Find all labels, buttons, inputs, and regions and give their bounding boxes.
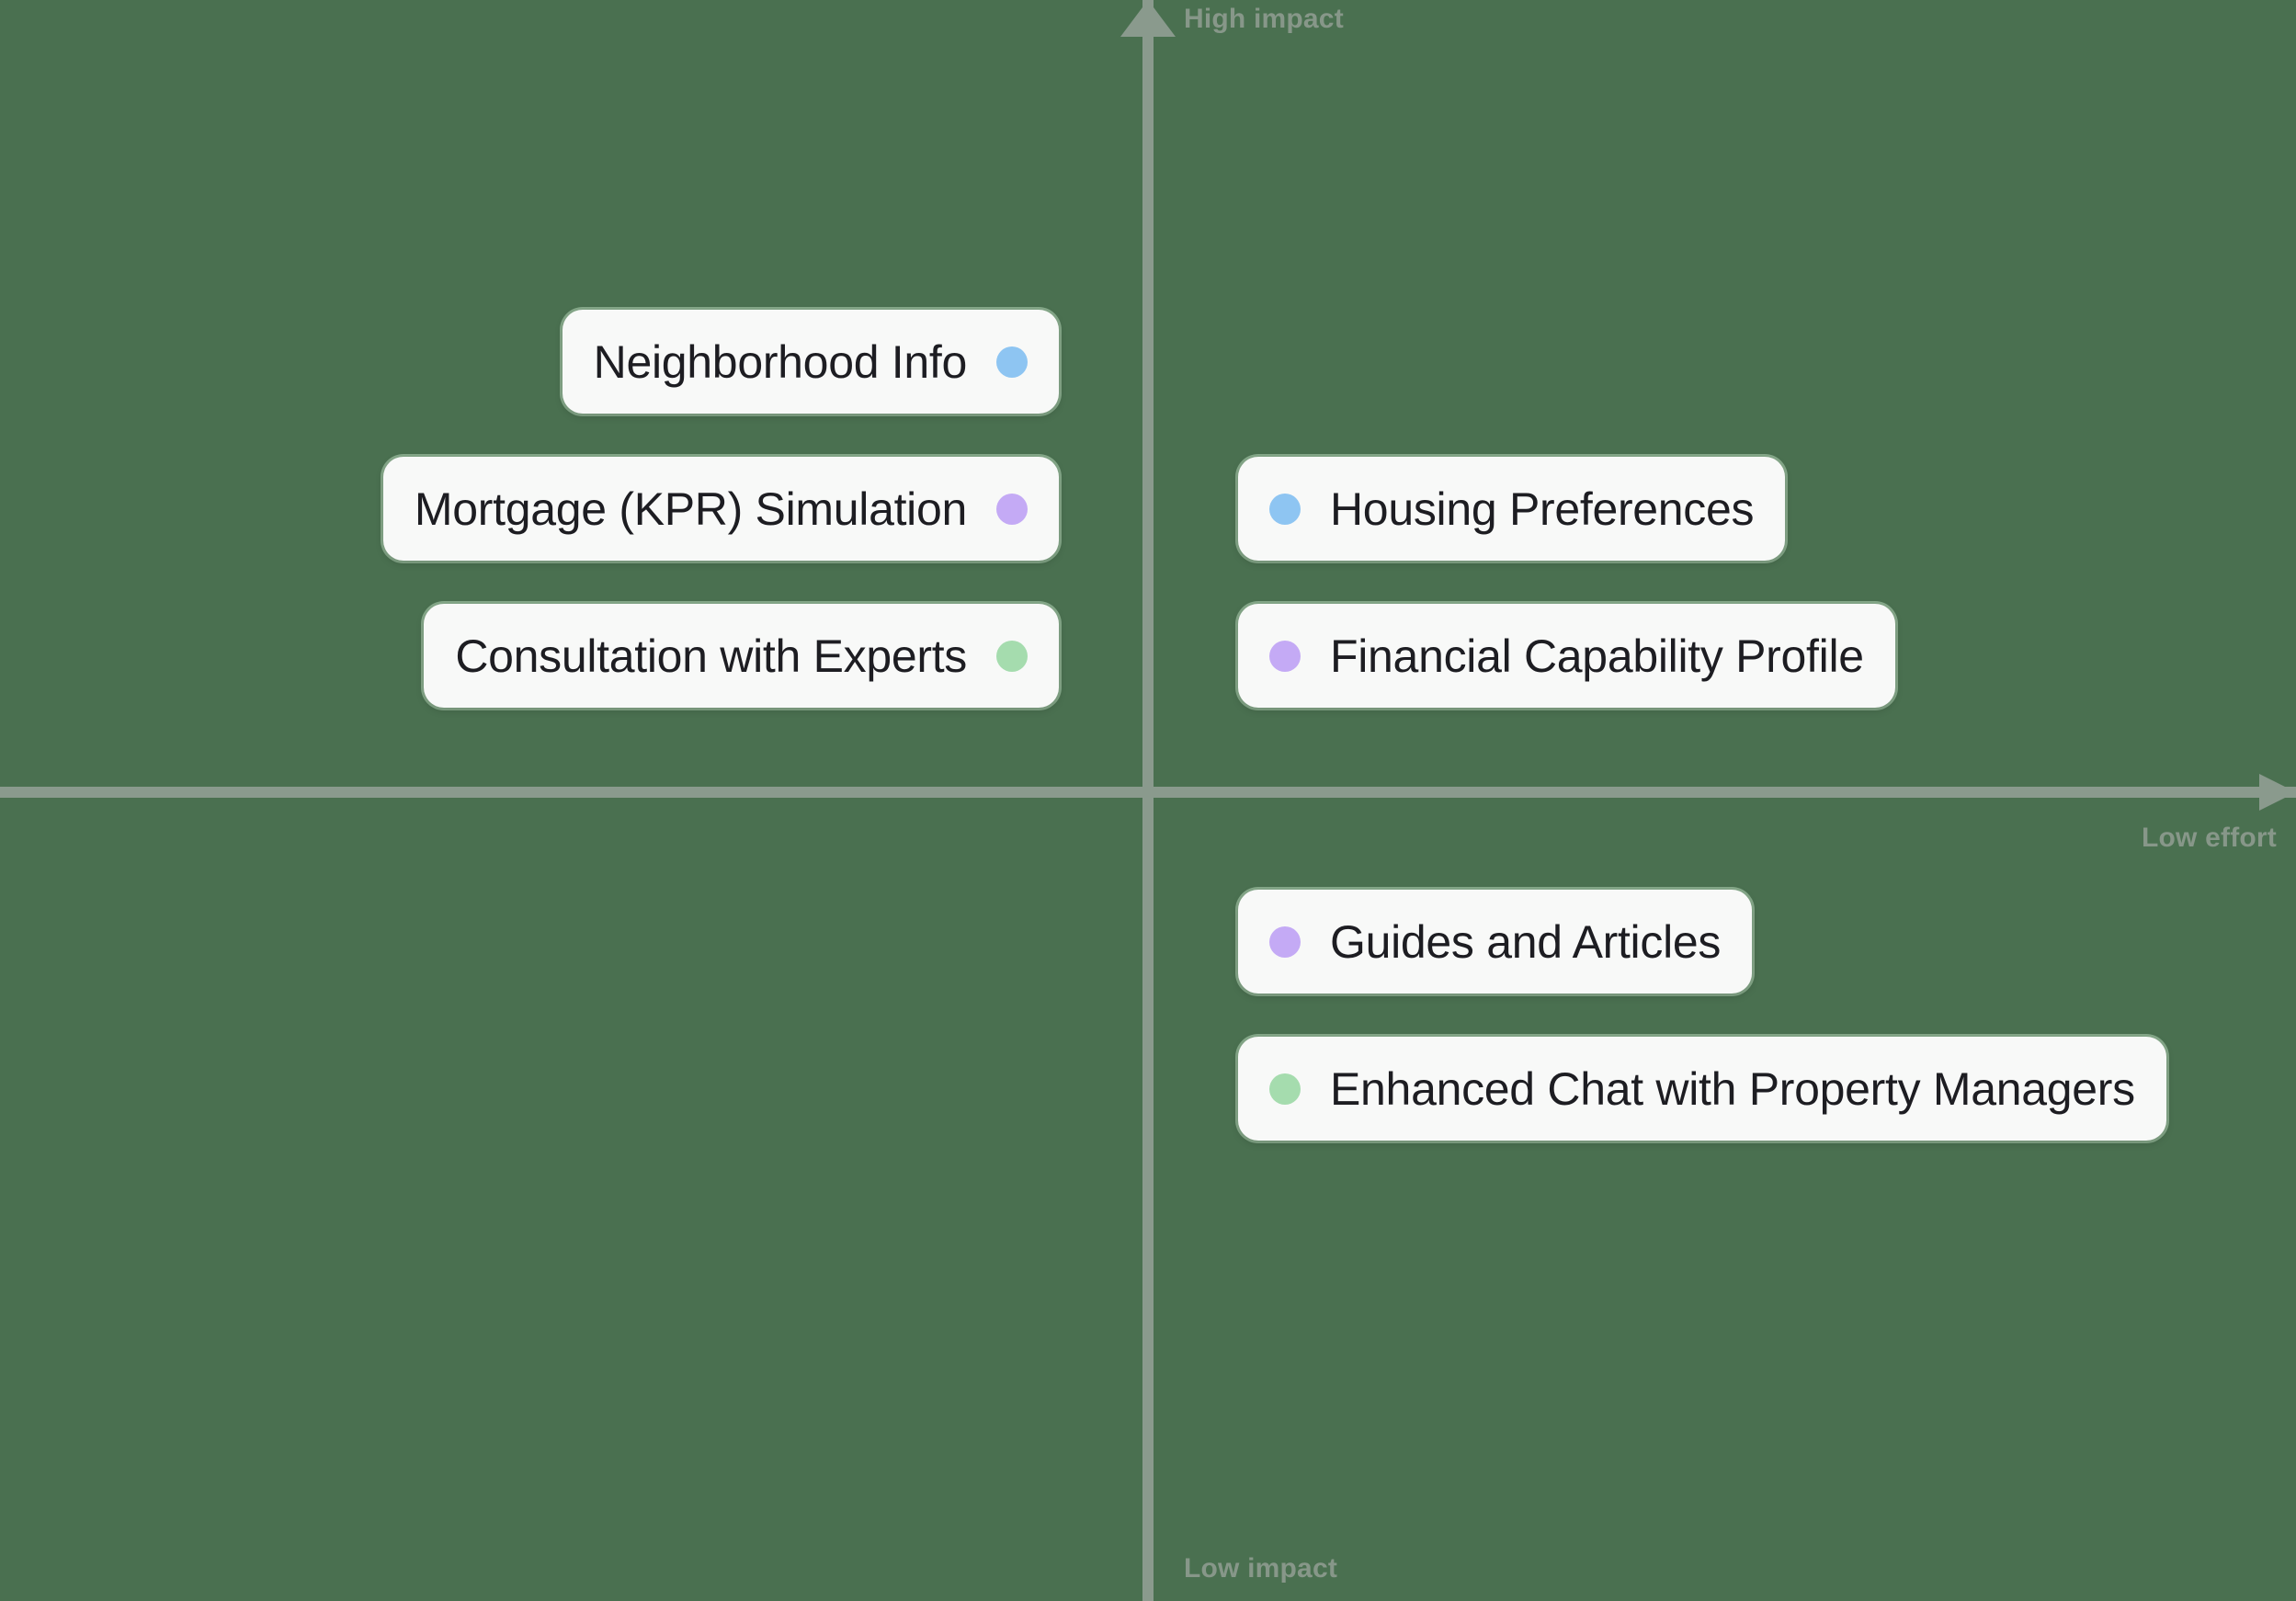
matrix-card[interactable]: Enhanced Chat with Property Managers bbox=[1238, 1037, 2166, 1141]
matrix-card[interactable]: Mortgage (KPR) Simulation bbox=[382, 457, 1059, 561]
matrix-card[interactable]: Financial Capability Profile bbox=[1238, 604, 1895, 708]
category-dot-icon bbox=[1269, 1073, 1301, 1105]
matrix-card-label: Enhanced Chat with Property Managers bbox=[1330, 1062, 2135, 1115]
matrix-card[interactable]: Neighborhood Info bbox=[562, 310, 1059, 414]
arrow-up-icon bbox=[1120, 0, 1176, 37]
matrix-card-label: Mortgage (KPR) Simulation bbox=[414, 483, 967, 535]
category-dot-icon bbox=[1269, 640, 1301, 672]
category-dot-icon bbox=[996, 346, 1028, 378]
arrow-right-icon bbox=[2259, 774, 2296, 811]
matrix-card[interactable]: Consultation with Experts bbox=[424, 604, 1059, 708]
category-dot-icon bbox=[1269, 493, 1301, 525]
category-dot-icon bbox=[996, 493, 1028, 525]
matrix-card-label: Guides and Articles bbox=[1330, 915, 1722, 968]
matrix-card[interactable]: Housing Preferences bbox=[1238, 457, 1786, 561]
axis-label-low-impact: Low impact bbox=[1184, 1553, 1338, 1584]
matrix-card-label: Housing Preferences bbox=[1330, 483, 1755, 535]
axis-label-low-effort: Low effort bbox=[2142, 823, 2277, 853]
category-dot-icon bbox=[1269, 925, 1301, 958]
matrix-card-label: Financial Capability Profile bbox=[1330, 630, 1864, 682]
matrix-card-label: Neighborhood Info bbox=[593, 335, 968, 388]
axis-label-high-impact: High impact bbox=[1184, 4, 1344, 34]
matrix-card[interactable]: Guides and Articles bbox=[1238, 890, 1753, 994]
matrix-card-label: Consultation with Experts bbox=[455, 630, 967, 682]
category-dot-icon bbox=[996, 640, 1028, 672]
horizontal-axis-line bbox=[0, 787, 2296, 798]
vertical-axis-line bbox=[1142, 0, 1154, 1601]
